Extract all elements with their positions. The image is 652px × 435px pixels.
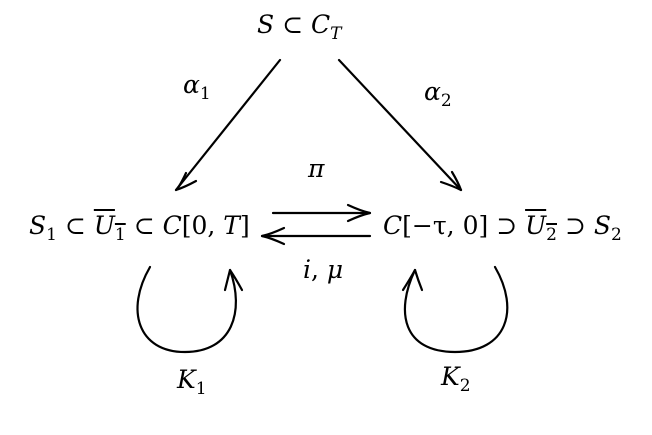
label-i-mu: i, μ (303, 255, 344, 284)
label-alpha1: α1 (183, 70, 211, 104)
i-mu-arrow (260, 226, 372, 246)
alpha2-arrow (337, 58, 463, 192)
node-top: S ⊂ CT (257, 10, 342, 44)
K2-loop-arrow (401, 265, 509, 354)
node-left: S1 ⊂ U1 ⊂ C[0, T] (29, 211, 250, 245)
label-pi: π (308, 154, 325, 183)
label-K1: K1 (177, 365, 207, 399)
label-alpha2: α2 (424, 77, 452, 111)
node-right: C[−τ, 0] ⊃ U2 ⊃ S2 (383, 211, 622, 245)
label-K2: K2 (441, 362, 471, 396)
K1-loop-arrow (136, 265, 244, 354)
pi-arrow (271, 203, 372, 223)
alpha1-arrow (174, 58, 282, 192)
